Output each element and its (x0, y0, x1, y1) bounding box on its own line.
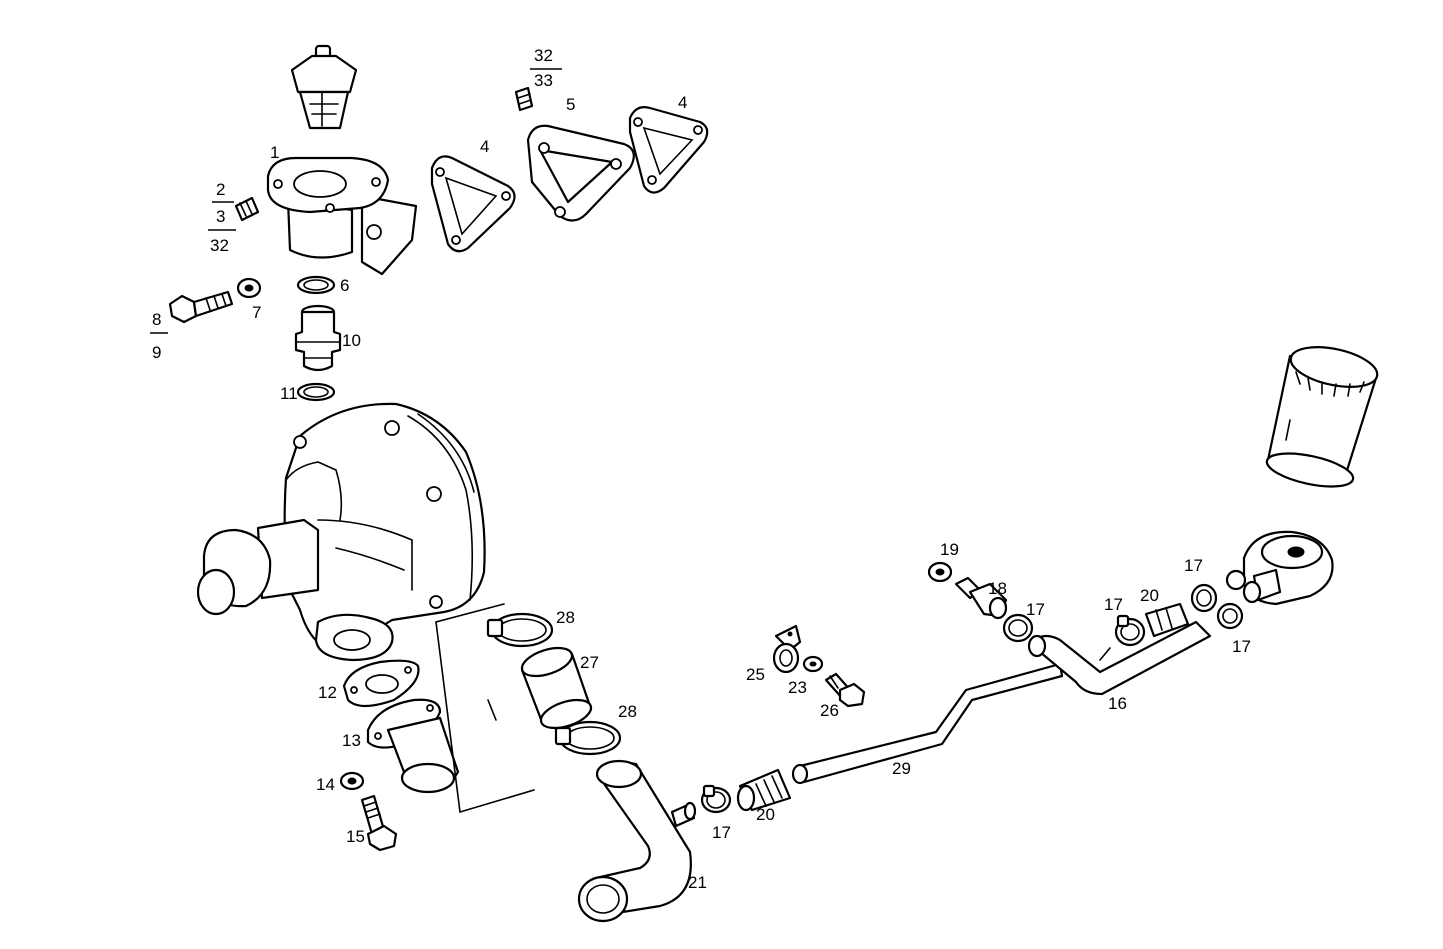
bracket-25 (772, 624, 802, 674)
clamp-17-d (1216, 602, 1244, 630)
callout-11: 11 (280, 384, 298, 403)
clamp-17-lower (700, 784, 732, 814)
hose-20-lower (736, 768, 792, 812)
callout-1: 1 (270, 143, 279, 162)
callout-4-right: 4 (678, 93, 687, 112)
callout-19: 19 (940, 540, 959, 559)
clamp-28-bottom (554, 720, 622, 756)
gasket-12 (342, 659, 420, 708)
hose-20-upper (1144, 602, 1190, 638)
thermostat (290, 44, 358, 130)
callout-3: 3 (216, 207, 225, 226)
callout-17-lower: 17 (712, 823, 731, 842)
assembly-bracket (435, 603, 535, 814)
washer-19 (927, 561, 953, 583)
gasket-left (430, 155, 516, 253)
washer-14 (339, 771, 365, 791)
callout-23: 23 (788, 678, 807, 697)
callout-17-d: 17 (1232, 637, 1251, 656)
stud-small-left (234, 196, 260, 222)
filter-adapter (1225, 530, 1334, 606)
gasket-right (628, 106, 709, 194)
thermostat-housing (266, 156, 418, 276)
callout-28-top: 28 (556, 608, 575, 627)
callout-16: 16 (1108, 694, 1127, 713)
callout-17-b: 17 (1104, 595, 1123, 614)
callouts: 1 2 3 32 32 33 4 5 4 6 7 8 9 10 11 12 13… (150, 46, 1251, 892)
pipe-29 (791, 662, 1064, 785)
water-pump-body (196, 402, 486, 662)
callout-5: 5 (566, 95, 575, 114)
callout-17-a: 17 (1026, 600, 1045, 619)
stud-small-top (514, 86, 534, 112)
washer-23 (802, 655, 824, 673)
callout-18: 18 (988, 579, 1007, 598)
clamp-17-a (1002, 613, 1034, 643)
callout-13: 13 (342, 731, 361, 750)
callout-26: 26 (820, 701, 839, 720)
callout-9: 9 (152, 343, 161, 362)
clamp-28-top (486, 612, 554, 648)
callout-27: 27 (580, 653, 599, 672)
bolt-15 (360, 794, 398, 852)
callout-32-left: 32 (210, 236, 229, 255)
sleeve-27 (520, 646, 593, 730)
bracket-tick (487, 699, 497, 721)
callout-29: 29 (892, 759, 911, 778)
hose-16 (1027, 620, 1212, 696)
outlet-flange-13 (366, 698, 460, 794)
callout-15: 15 (346, 827, 365, 846)
clamp-17-b (1114, 614, 1146, 647)
washer-7 (236, 277, 262, 299)
callout-33: 33 (534, 71, 553, 90)
callout-10: 10 (342, 331, 361, 350)
callout-20-upper: 20 (1140, 586, 1159, 605)
callout-32-top: 32 (534, 46, 553, 65)
callout-8: 8 (152, 310, 161, 329)
callout-7: 7 (252, 303, 261, 322)
callout-4-left: 4 (480, 137, 489, 156)
oil-filter (1265, 346, 1379, 488)
o-ring-11-inner (303, 386, 329, 398)
callout-14: 14 (316, 775, 335, 794)
callout-21: 21 (688, 873, 707, 892)
callout-17-c: 17 (1184, 556, 1203, 575)
callout-2: 2 (216, 180, 225, 199)
sender-18 (954, 576, 1008, 620)
bolt-8 (168, 290, 234, 324)
clamp-17-c (1190, 583, 1218, 613)
o-ring-6-inner (303, 279, 329, 291)
callout-28-bottom: 28 (618, 702, 637, 721)
connector-10 (294, 304, 342, 372)
adapter-plate (526, 124, 635, 222)
bolt-26 (824, 672, 866, 708)
callout-20-lower: 20 (756, 805, 775, 824)
callout-12: 12 (318, 683, 337, 702)
callout-6: 6 (340, 276, 349, 295)
callout-25: 25 (746, 665, 765, 684)
elbow-pipe-21 (577, 759, 697, 923)
